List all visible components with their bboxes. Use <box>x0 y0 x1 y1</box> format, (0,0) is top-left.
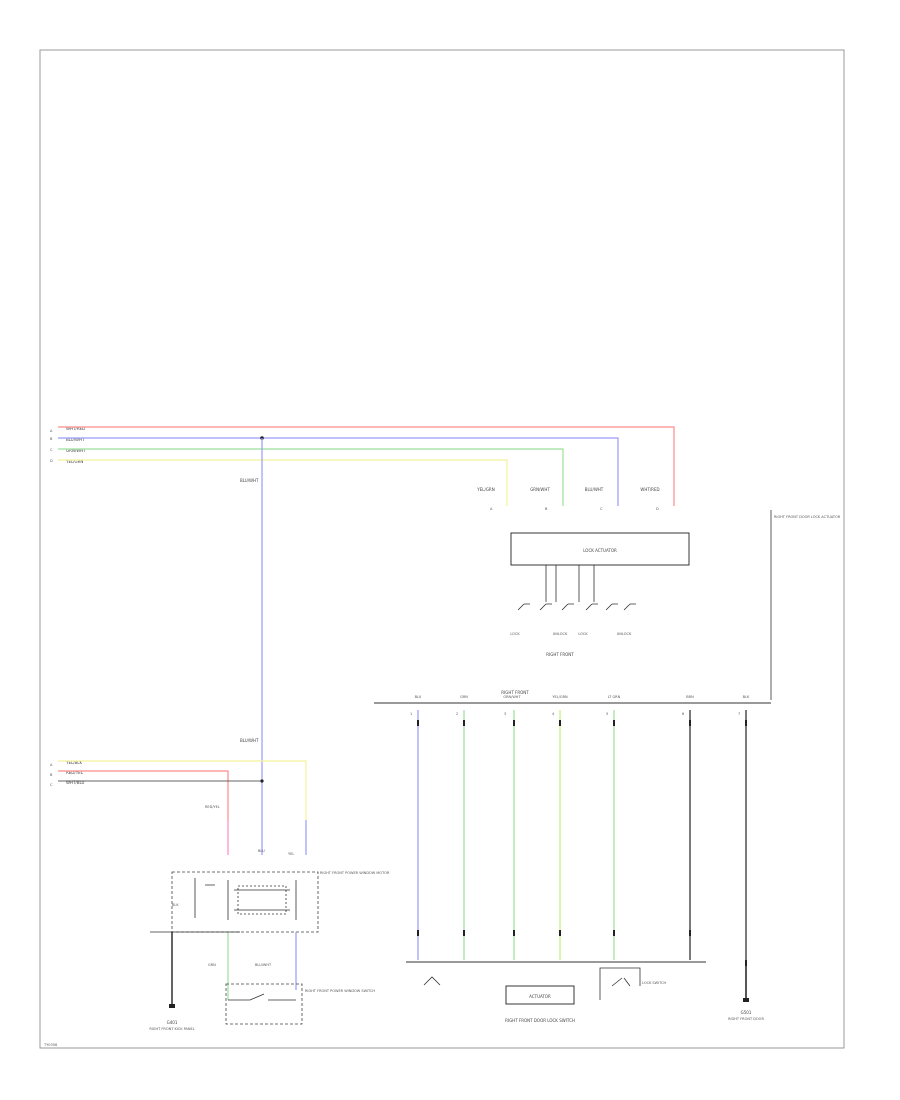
drop-label-4: WHT/RED <box>640 487 659 492</box>
bus-wire-label-blue: BLU/WHT <box>66 437 85 442</box>
conn-pin-num-5: 5 <box>606 712 608 716</box>
lock-switch-label-1: LOCK <box>510 632 520 636</box>
drop-pin-2: B <box>545 507 548 511</box>
lock-actuator-title: LOCK ACTUATOR <box>583 548 617 553</box>
drop-pin-1: A <box>490 507 493 511</box>
left-section: BLU/WHT A B C YEL/BLK RED/YEL WHT/BLU RE… <box>50 438 390 1031</box>
left-vertical-label: BLU/WHT <box>240 738 259 743</box>
wire-yellow <box>58 459 508 506</box>
bus-pin-c: C <box>50 448 53 452</box>
lock-actuator-sublabel: RIGHT FRONT <box>546 652 574 657</box>
right-module-label: RIGHT FRONT DOOR LOCK SWITCH <box>505 1018 575 1023</box>
left-module-pin-1: BLK <box>172 903 179 907</box>
drop-label-3: BLU/WHT <box>585 487 604 492</box>
connector-title: RIGHT FRONT <box>501 690 529 695</box>
conn-pin-num-4: 4 <box>552 712 555 716</box>
bus-wire-label-yellow: YEL/GRN <box>65 459 83 464</box>
left-wire-yellow <box>58 760 307 820</box>
conn-pin-num-2: 2 <box>456 712 458 716</box>
left-module-pin-2: GRN <box>208 963 216 967</box>
conn-pin-num-1: 1 <box>410 712 412 716</box>
top-bus: A B C D WHT/RED BLU/WHT GRN/WHT YEL/GRN … <box>50 426 675 511</box>
lock-switch-label-2: UNLOCK <box>553 632 568 636</box>
right-ground-caption: RIGHT FRONT DOOR <box>728 1017 764 1021</box>
left-drop-label-3: YEL <box>288 852 294 856</box>
conn-pin-label-7: BLK <box>743 695 750 699</box>
left-bus-pin-c: C <box>50 783 53 787</box>
bus-pin-b: B <box>50 437 53 441</box>
conn-pin-label-1: BLU <box>415 695 422 699</box>
bus-wire-label-red: WHT/RED <box>66 426 85 431</box>
left-module-pin-3: BLU/WHT <box>255 963 272 967</box>
conn-pin-num-6: 6 <box>682 712 684 716</box>
wire-blue <box>58 437 619 506</box>
bus-wire-label-green: GRN/WHT <box>66 448 86 453</box>
left-bus-pin-b: B <box>50 773 53 777</box>
right-connector: RIGHT FRONT BLU GRN GRN/WHT YEL/GRN LT G… <box>374 690 771 1023</box>
lock-switch-label-3: LOCK <box>578 632 588 636</box>
bus-pin-a: A <box>50 429 53 433</box>
lock-actuator-right-label: RIGHT FRONT DOOR LOCK ACTUATOR <box>774 515 841 519</box>
splice-label: BLU/WHT <box>240 478 259 483</box>
lock-actuator: LOCK ACTUATOR LOCK UNLOCK LOCK UNLOCK RI… <box>510 510 841 700</box>
right-ground-label: G501 <box>741 1010 752 1015</box>
left-bus-pin-a: A <box>50 763 53 767</box>
right-switch-label: LOCK SWITCH <box>642 981 667 985</box>
left-switch-box <box>225 983 303 1025</box>
left-module-box <box>171 871 319 933</box>
conn-pin-label-5: LT GRN <box>608 695 621 699</box>
left-bus-label-1: YEL/BLK <box>65 760 83 765</box>
wire-green <box>58 448 564 506</box>
drop-pin-4: D <box>656 507 659 511</box>
footer-code: TY0356 <box>43 1043 57 1047</box>
left-bus-label-3: WHT/BLU <box>66 780 85 785</box>
lock-switch-label-4: UNLOCK <box>617 632 632 636</box>
left-switch-label: RIGHT FRONT POWER WINDOW SWITCH <box>305 989 375 993</box>
left-drop-label-1: RED/YEL <box>205 805 220 809</box>
drop-label-1: YEL/GRN <box>476 487 494 492</box>
left-bus-label-2: RED/YEL <box>66 770 84 775</box>
conn-pin-label-3: GRN/WHT <box>503 695 521 699</box>
left-ground-label: G401 <box>167 1020 178 1025</box>
diagram-frame <box>39 49 845 1049</box>
right-inner-box <box>505 985 575 1005</box>
left-module-label: RIGHT FRONT POWER WINDOW MOTOR <box>320 871 390 875</box>
conn-pin-num-3: 3 <box>504 712 506 716</box>
bus-pin-d: D <box>50 459 53 463</box>
drop-pin-3: C <box>600 507 603 511</box>
left-ground-caption: RIGHT FRONT KICK PANEL <box>149 1027 194 1031</box>
conn-pin-num-7: 7 <box>738 712 740 716</box>
conn-pin-label-2: GRN <box>460 695 468 699</box>
wire-red <box>58 426 675 506</box>
lock-actuator-box <box>510 532 690 566</box>
conn-pin-label-6: BRN <box>686 695 694 699</box>
drop-label-2: GRN/WHT <box>530 487 550 492</box>
conn-pin-label-4: YEL/GRN <box>552 695 568 699</box>
left-drop-label-2: BLU <box>258 849 265 853</box>
right-inner-label: ACTUATOR <box>529 994 551 999</box>
